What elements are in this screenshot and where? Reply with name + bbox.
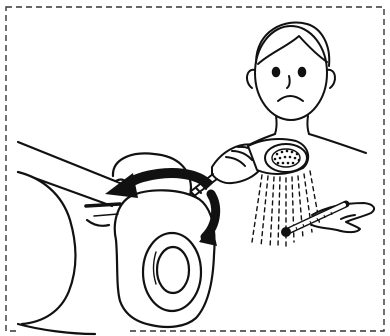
shower-head-icon xyxy=(248,139,308,174)
person-frown-icon xyxy=(236,23,366,153)
thermometer-icon xyxy=(281,204,346,237)
